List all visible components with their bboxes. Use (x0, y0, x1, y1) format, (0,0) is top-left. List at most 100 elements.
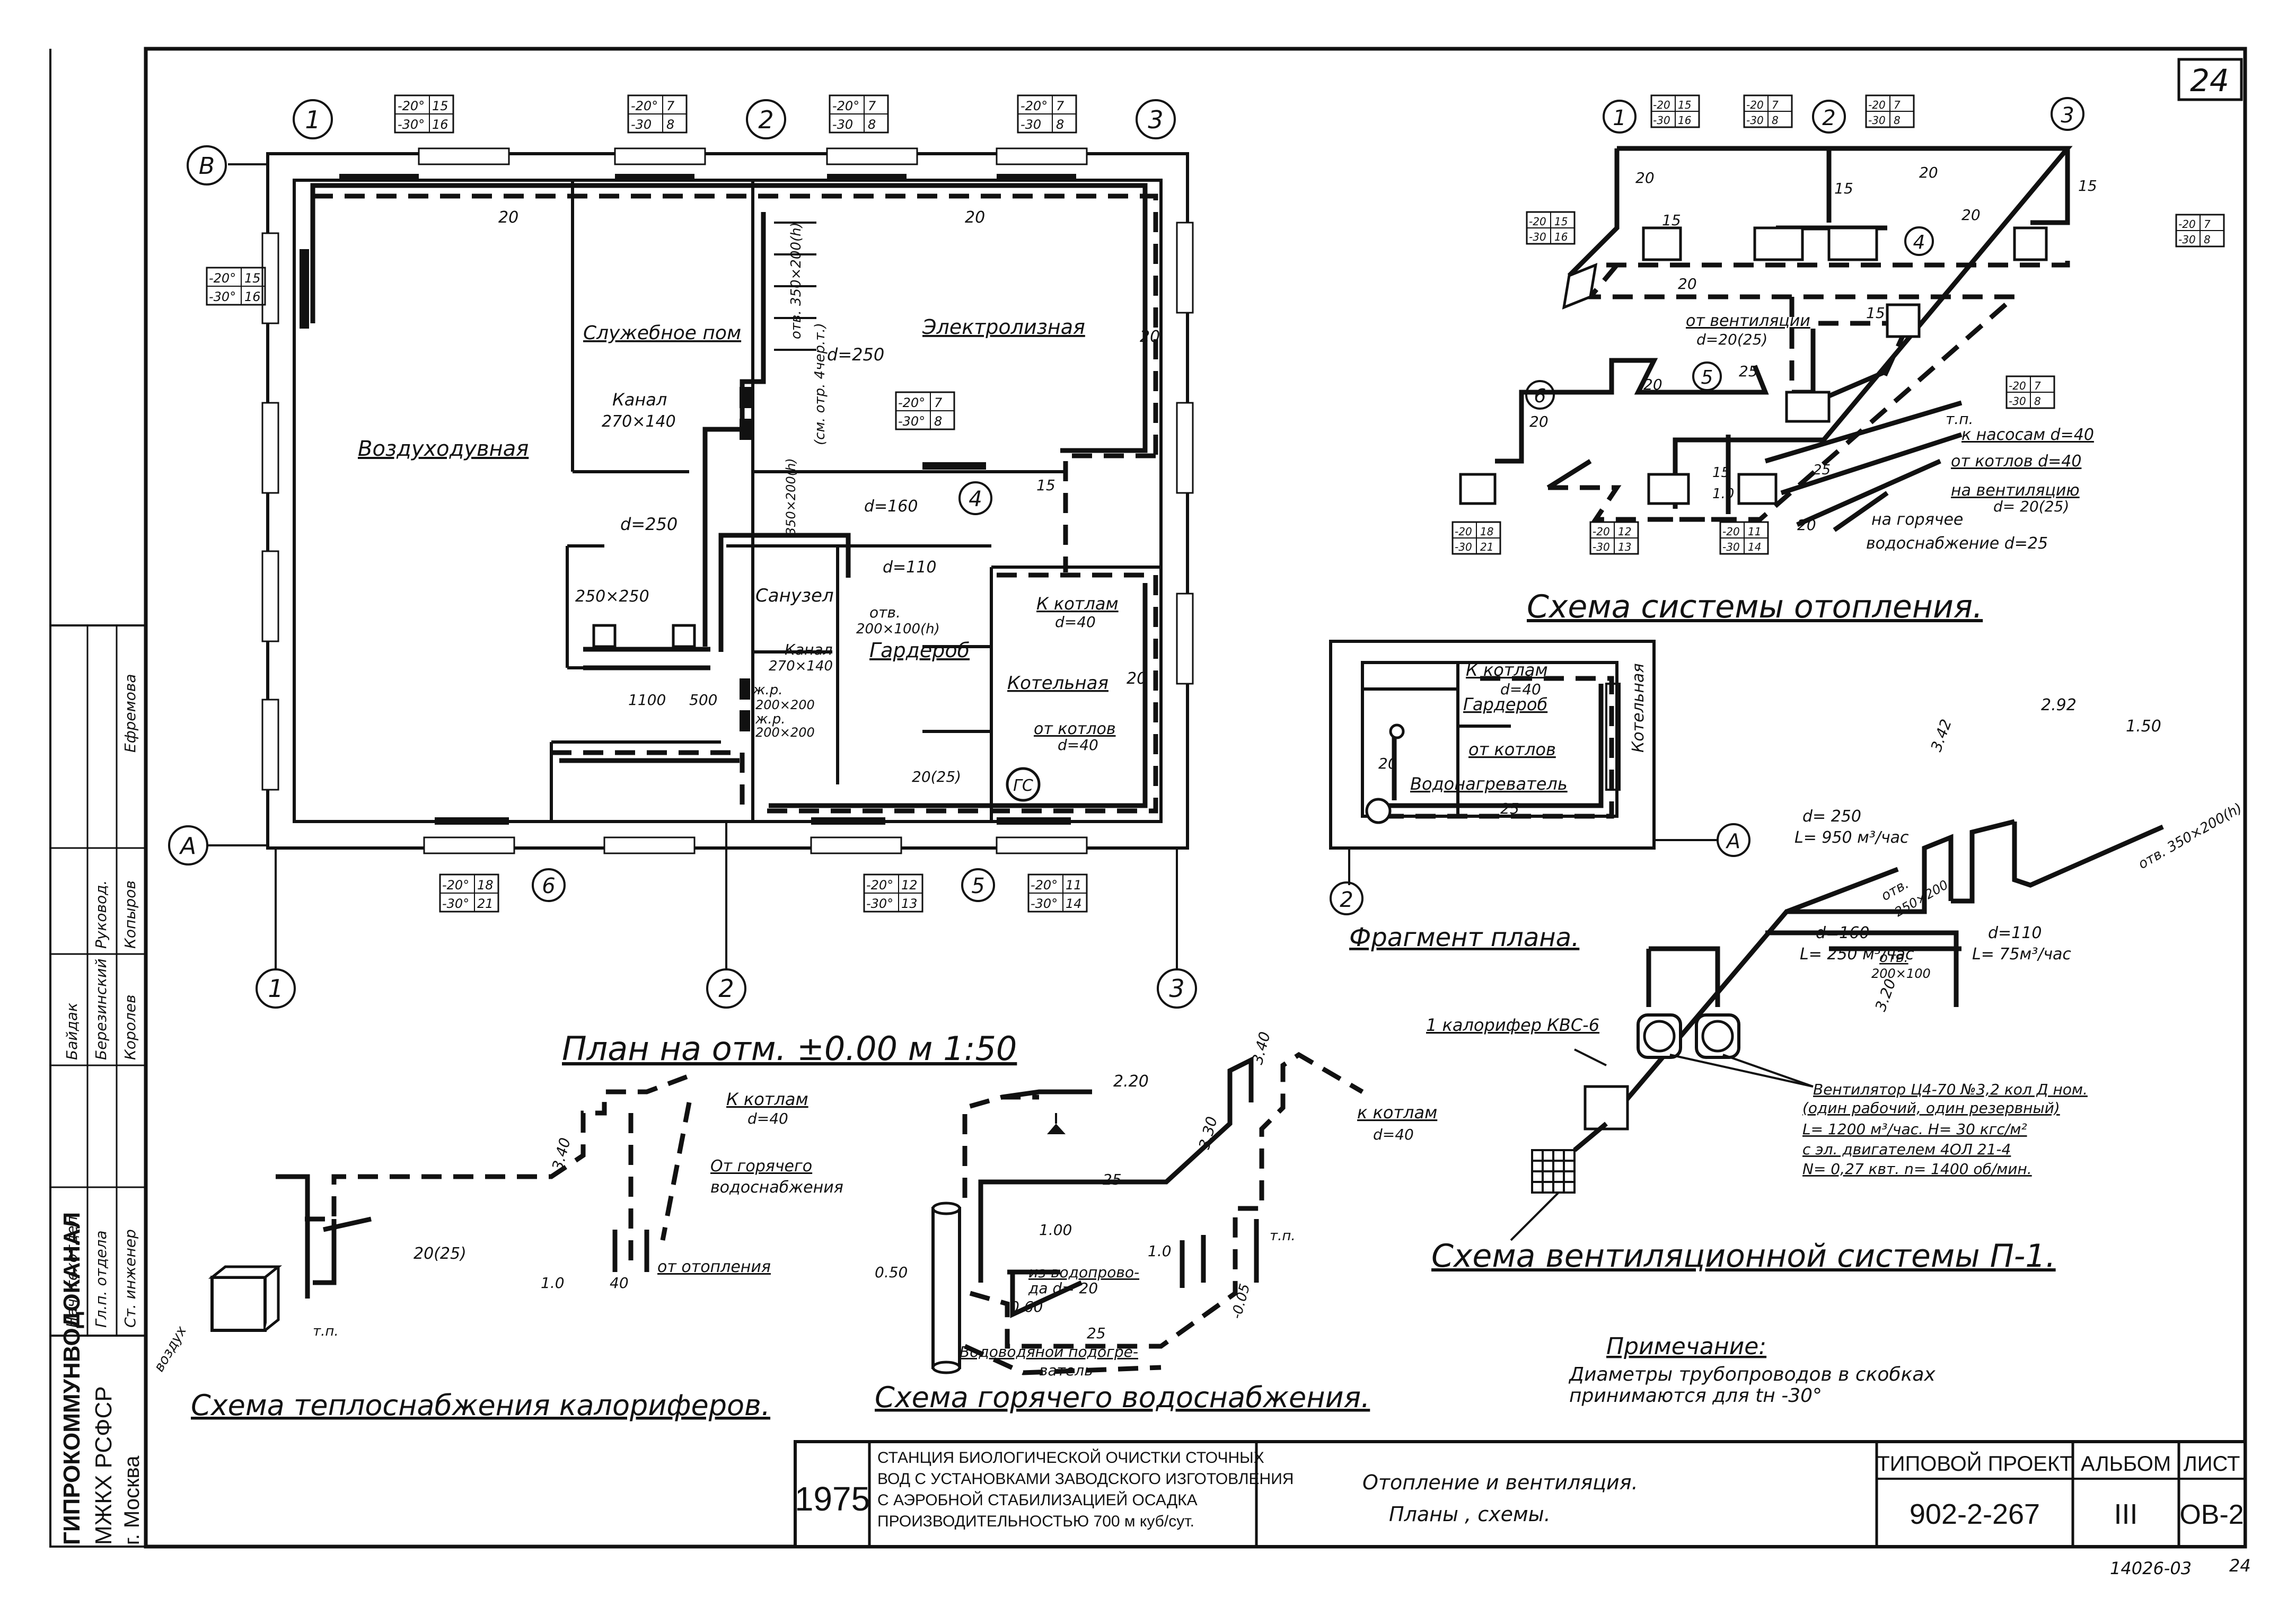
left-signature-strip: Нач. техотдел Гл.п. отдела Ст. инженер Р… (49, 624, 147, 1548)
room-garderob: Гардероб (869, 639, 970, 662)
label-plan-temps-6-a: 18 (477, 878, 494, 893)
org-city: г. Москва (120, 1455, 144, 1545)
label-plan-labels-ot-kotlov: от котлов (1034, 720, 1116, 738)
label-heating-labels-p20: 20 (1643, 376, 1662, 393)
sheet-title-1: Отопление и вентиляция. (1362, 1471, 1638, 1494)
role-nach: Нач. техотдел (63, 1216, 81, 1328)
label-plan-temps-2-bot: -30 (832, 117, 853, 132)
label-hot-water-labels-p10: 1.0 (1148, 1242, 1172, 1260)
note-title: Примечание: (1606, 1333, 1766, 1360)
label-heating-labels-p20: 20 (1529, 413, 1549, 430)
label-heating-labels-n4: 4 (1913, 232, 1925, 253)
note-line-2: принимаются для tн -30° (1569, 1385, 1822, 1407)
label-ventilation-labels-elev320: 3.20 (1872, 977, 1899, 1014)
label-plan-temps-7-top: -20° (866, 878, 893, 893)
label-plan-temps-2-b: 8 (868, 117, 876, 132)
label-heating-temps-0-bot: -30 (1653, 114, 1670, 127)
label-heating-temps-6-b: 21 (1480, 541, 1493, 553)
sheet-number-bottom: 24 (2229, 1556, 2251, 1576)
label-plan-labels-dim500: 500 (689, 691, 717, 709)
room-6-num: 6 (542, 874, 555, 898)
typ-label: ТИПОВОЙ ПРОЕКТ (1877, 1451, 2072, 1476)
inventory-number: 14026-03 (2110, 1558, 2192, 1578)
label-heating-labels-ot-vent-d: d=20(25) (1696, 331, 1767, 348)
label-heating-temps-2-bot: -30 (1868, 114, 1886, 127)
org-ministry: МЖКХ РСФСР (91, 1386, 117, 1545)
label-heating-labels-p25: 25 (1813, 462, 1831, 478)
label-hot-water-labels-iz-vodopr2: да d= 20 (1028, 1279, 1098, 1297)
label-heating-labels-n2: 2 (1822, 106, 1835, 130)
label-plan-temps-6-b: 21 (477, 896, 494, 911)
label-plan-temps-0-top: -20° (398, 99, 425, 113)
label-plan-labels-kanal1: Канал (612, 390, 667, 410)
label-heating-temps-4-top: -20 (2178, 218, 2196, 231)
axis-a: А (179, 833, 196, 860)
temp-box-top-1: -20° -30° 15 16 (394, 94, 454, 134)
note-block: Примечание: Диаметры трубопроводов в ско… (1568, 1333, 1936, 1407)
label-heat-supply-labels-p10: 1.0 (541, 1274, 565, 1292)
label-plan-temps-5-bot: -30° (898, 414, 925, 429)
label-heating-temps-3-a: 15 (1554, 215, 1568, 228)
label-plan-temps-5-top: -20° (898, 395, 925, 410)
label-heating-temps-6-top: -20 (1455, 525, 1472, 538)
label-plan-labels-d250x250: 250×250 (575, 587, 649, 606)
label-heating-temps-5-top: -20 (2009, 379, 2026, 392)
label-heating-labels-p20: 20 (1635, 169, 1655, 187)
label-heat-supply-labels-ot-otopl: от отопления (657, 1258, 771, 1276)
label-plan-labels-sm-otv: (см. отр. 4чер.т.) (812, 323, 828, 445)
label-fragment-labels-vodonagr: Водонагреватель (1410, 774, 1568, 794)
label-heating-temps-7-top: -20 (1593, 525, 1610, 538)
label-plan-labels-zhr2: ж.р. (755, 711, 785, 727)
label-heating-labels-n1: 1 (1613, 106, 1626, 130)
kalorifer-box (1584, 1085, 1629, 1131)
label-ventilation-labels-d110: d=110 (1988, 924, 2042, 942)
heating-scheme: 1 2 3 4 5 6 (1452, 94, 2225, 625)
temp-box-bottom-1: -20° -30° 18 21 (439, 873, 499, 913)
label-plan-temps-6-bot: -30° (442, 896, 469, 911)
label-heating-temps-3-top: -20 (1529, 215, 1546, 228)
room-4-num: 4 (969, 487, 982, 511)
label-heating-temps-6-bot: -30 (1455, 541, 1472, 553)
label-heating-labels-p20: 20 (1797, 516, 1816, 534)
label-heating-labels-vodosnab: водоснабжение d=25 (1866, 534, 2048, 553)
label-plan-temps-7-bot: -30° (866, 896, 893, 911)
label-heating-labels-p15: 15 (1662, 211, 1681, 229)
room-5-num: 5 (971, 874, 984, 898)
label-plan-temps-4-top: -20° (209, 271, 236, 286)
label-plan-temps-5-b: 8 (934, 414, 942, 429)
label-plan-labels-d250b: d=250 (620, 514, 678, 534)
label-heating-labels-p10: 1.0 (1712, 486, 1734, 502)
hot-water-title: Схема горячего водоснабжения. (875, 1381, 1370, 1414)
temp-box-top-4: -20° -30 7 8 (1017, 94, 1077, 134)
gs-label: ГС (1013, 776, 1033, 795)
album-value: III (2114, 1498, 2137, 1530)
label-plan-labels-otv-size: 200×100(h) (856, 621, 940, 637)
label-plan-labels-otv: отв. (869, 604, 901, 621)
label-heating-temps-5-b: 8 (2034, 395, 2041, 408)
label-plan-temps-3-top: -20° (1021, 99, 1048, 113)
label-ventilation-labels-elev292: 2.92 (2041, 696, 2077, 714)
label-plan-temps-5-a: 7 (934, 395, 943, 410)
label-hot-water-labels-vodovod2: ватель (1039, 1362, 1093, 1379)
label-heating-temps-0-b: 16 (1678, 114, 1691, 127)
label-plan-temps-3-a: 7 (1056, 99, 1065, 113)
label-heat-supply-labels-p2025: 20(25) (414, 1244, 467, 1263)
label-heating-temps-2-top: -20 (1868, 99, 1886, 111)
label-heating-labels-p15: 15 (1834, 180, 1853, 197)
name-efremova: Ефремова (121, 674, 139, 753)
label-heat-supply-labels-vodosnab: водоснабжения (710, 1178, 843, 1197)
heat-temp-9: -20 -30 11 14 (1719, 521, 1769, 555)
label-heating-labels-ot-kotlov: от котлов d=40 (1951, 452, 2081, 471)
label-heat-supply-labels-d40: d=40 (747, 1110, 788, 1127)
fragment-title: Фрагмент плана. (1349, 923, 1579, 952)
label-heating-temps-0-top: -20 (1653, 99, 1670, 111)
axis-1-bottom: 1 (268, 974, 283, 1003)
label-ventilation-labels-fan5: N= 0,27 квт. n= 1400 об/мин. (1802, 1160, 2032, 1178)
label-heating-temps-2-b: 8 (1894, 114, 1901, 127)
project-desc-2: ВОД С УСТАНОВКАМИ ЗАВОДСКОГО ИЗГОТОВЛЕНИ… (877, 1470, 1294, 1488)
label-plan-temps-2-top: -20° (832, 99, 859, 113)
label-ventilation-labels-fan2: (один рабочий, один резервный) (1802, 1099, 2060, 1117)
label-plan-labels-dim1100: 1100 (628, 691, 666, 709)
label-fragment-labels-k-kotlam: К котлам (1466, 660, 1548, 680)
label-heat-supply-labels-tp: т.п. (313, 1323, 339, 1339)
